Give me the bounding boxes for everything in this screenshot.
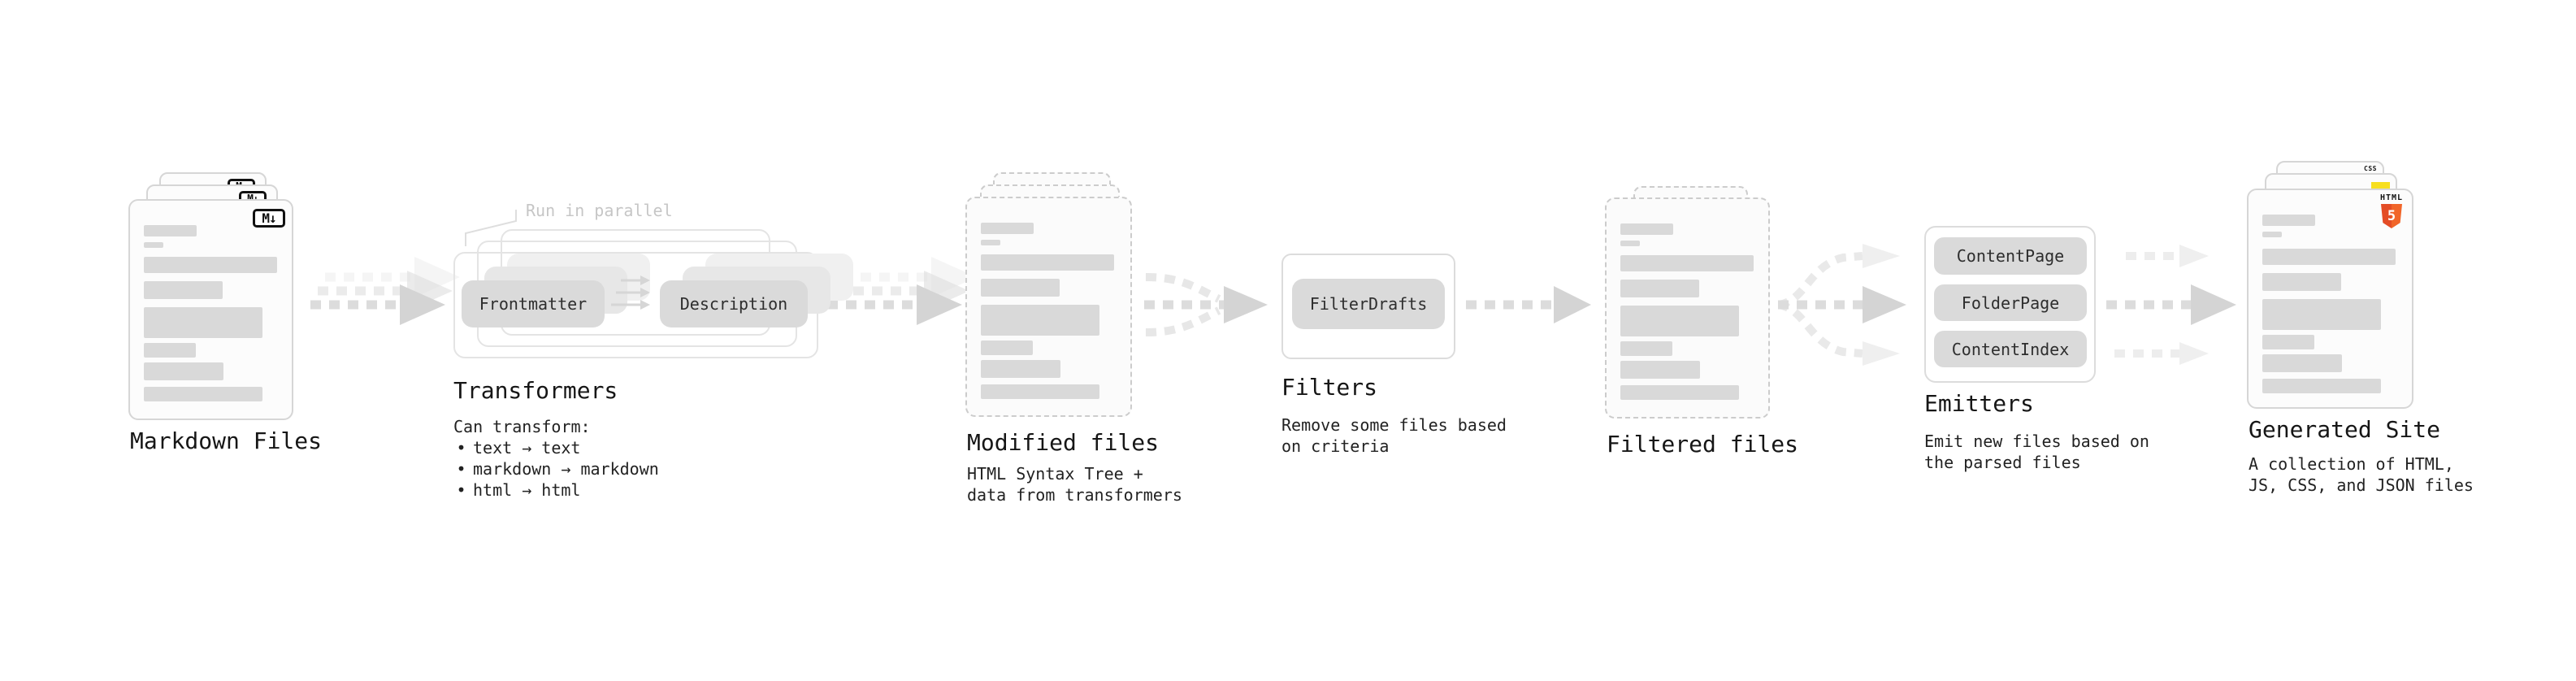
file-card-html: HTML 5	[2247, 189, 2413, 409]
bullet-icon: •	[456, 459, 466, 479]
skeleton-bar	[144, 343, 196, 358]
markdown-icon: M↓	[253, 209, 285, 228]
skeleton-bar	[144, 281, 223, 299]
skeleton-bar	[2262, 249, 2396, 265]
transformers-desc-heading: Can transform:	[453, 417, 591, 436]
skeleton-bar	[981, 340, 1033, 355]
stage-title-filters: Filters	[1281, 374, 1378, 401]
skeleton-bar	[1620, 306, 1739, 336]
file-card-front	[965, 197, 1132, 417]
generated-site-subtitle: A collection of HTML, JS, CSS, and JSON …	[2249, 453, 2474, 496]
subtitle-line: HTML Syntax Tree +	[967, 464, 1143, 484]
skeleton-bar	[144, 387, 262, 401]
transformers-description: Can transform: • text → text • markdown …	[453, 416, 659, 501]
stage-title-emitters: Emitters	[1924, 390, 2034, 417]
skeleton-lines	[2262, 249, 2402, 393]
stage-title-filtered-files: Filtered files	[1607, 431, 1799, 458]
filters-subtitle: Remove some files based on criteria	[1281, 414, 1507, 457]
skeleton-bar	[2262, 354, 2342, 372]
skeleton-bar	[1620, 341, 1672, 356]
emitters-subtitle: Emit new files based on the parsed files	[1924, 431, 2149, 473]
subtitle-line: A collection of HTML,	[2249, 454, 2454, 474]
node-contentindex: ContentIndex	[1934, 331, 2087, 367]
mini-arrows-icon	[611, 275, 650, 310]
file-card-front: M↓	[128, 199, 293, 420]
skeleton-bar	[2262, 379, 2381, 393]
callout-line-icon	[465, 210, 517, 246]
skeleton-bar	[1620, 223, 1673, 235]
skeleton-bar	[981, 305, 1099, 336]
stage-title-modified-files: Modified files	[967, 429, 1160, 456]
arrow-filters-to-filtered-icon	[1466, 286, 1591, 323]
node-folderpage: FolderPage	[1934, 284, 2087, 321]
skeleton-bar	[144, 362, 223, 380]
arrow-modified-to-filters-icon	[1144, 273, 1268, 336]
skeleton-bar	[1620, 241, 1640, 246]
arrow-filtered-to-emitters-icon	[1778, 244, 1906, 366]
arrow-emitters-to-site-icon	[2106, 245, 2236, 365]
bullet-text: markdown → markdown	[473, 459, 659, 479]
subtitle-line: Emit new files based on	[1924, 432, 2149, 451]
skeleton-lines	[981, 223, 1121, 399]
bullet-icon: •	[456, 438, 466, 458]
skeleton-bar	[2262, 273, 2341, 291]
run-in-parallel-note: Run in parallel	[526, 201, 673, 220]
subtitle-line: on criteria	[1281, 436, 1390, 456]
skeleton-bar	[2262, 335, 2314, 349]
node-description: Description	[660, 280, 808, 327]
arrow-transformers-to-modified-icon	[827, 257, 977, 325]
html5-icon: HTML 5	[2379, 194, 2404, 228]
subtitle-line: JS, CSS, and JSON files	[2249, 475, 2474, 495]
subtitle-line: Remove some files based	[1281, 415, 1507, 435]
skeleton-bar	[144, 242, 163, 248]
stage-title-transformers: Transformers	[453, 377, 618, 404]
file-card-front	[1605, 197, 1770, 419]
arrow-markdown-to-transformers-icon	[310, 257, 460, 325]
skeleton-bar	[981, 254, 1114, 271]
node-filterdrafts: FilterDrafts	[1292, 279, 1445, 329]
stage-title-markdown-files: Markdown Files	[130, 427, 323, 454]
html5-shield: 5	[2381, 204, 2402, 228]
css-badge-label: CSS	[2364, 165, 2377, 172]
skeleton-bar	[1620, 280, 1699, 297]
skeleton-bar	[981, 223, 1034, 234]
skeleton-bar	[1620, 255, 1754, 271]
skeleton-bar	[981, 279, 1060, 297]
modified-files-subtitle: HTML Syntax Tree + data from transformer…	[967, 463, 1182, 505]
bullet-text: html → html	[473, 480, 581, 500]
skeleton-bar	[1620, 361, 1700, 379]
skeleton-bar	[1620, 385, 1739, 400]
subtitle-line: data from transformers	[967, 485, 1182, 505]
skeleton-bar	[981, 360, 1060, 378]
skeleton-lines	[2262, 215, 2315, 246]
skeleton-lines	[1620, 223, 1759, 400]
transformer-bullet: • html → html	[453, 479, 659, 501]
skeleton-bar	[981, 240, 1000, 245]
bullet-text: text → text	[473, 438, 581, 458]
node-frontmatter: Frontmatter	[462, 280, 605, 327]
skeleton-bar	[144, 257, 277, 273]
skeleton-bar	[144, 225, 197, 236]
stage-title-generated-site: Generated Site	[2249, 416, 2441, 443]
skeleton-bar	[2262, 299, 2381, 330]
html5-caption: HTML	[2379, 193, 2404, 202]
skeleton-bar	[2262, 215, 2315, 226]
subtitle-line: the parsed files	[1924, 453, 2081, 472]
transformer-bullet: • text → text	[453, 437, 659, 458]
node-contentpage: ContentPage	[1934, 237, 2087, 275]
skeleton-bar	[2262, 232, 2282, 237]
skeleton-bar	[144, 307, 262, 338]
html5-numeral: 5	[2387, 208, 2396, 224]
skeleton-lines	[144, 225, 282, 401]
bullet-icon: •	[456, 480, 466, 500]
transformer-bullet: • markdown → markdown	[453, 458, 659, 479]
skeleton-bar	[981, 384, 1099, 399]
